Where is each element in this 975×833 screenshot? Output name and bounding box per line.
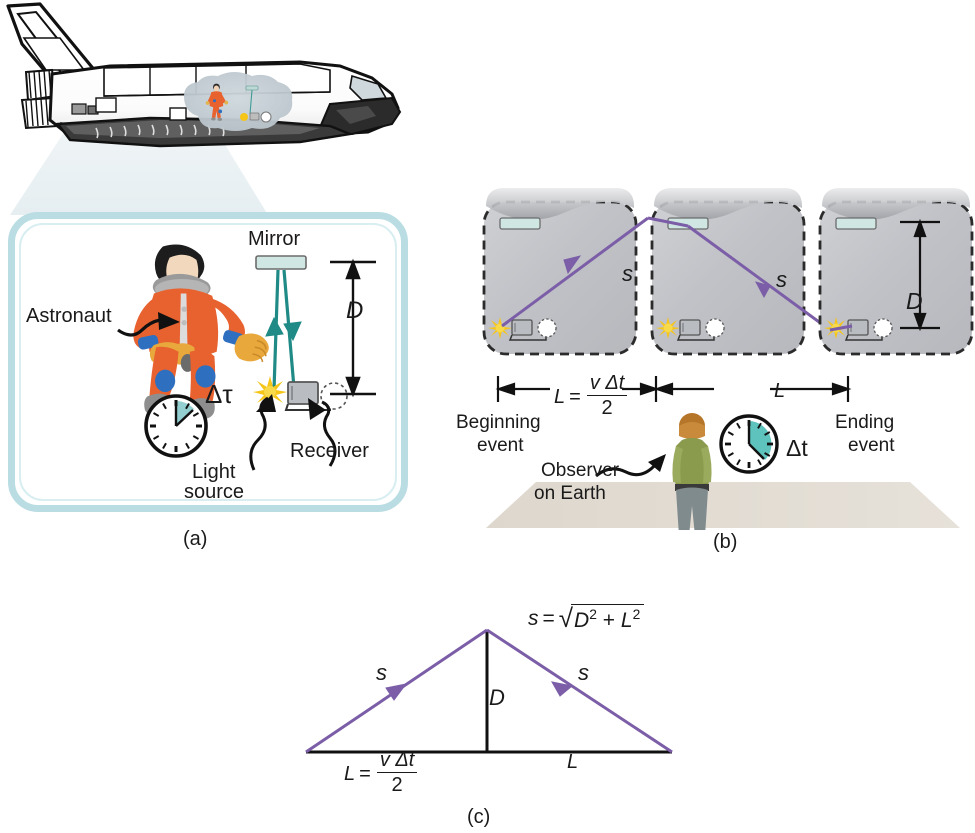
- beginning-event-box: [482, 188, 649, 356]
- receiver-box-icon: [287, 381, 319, 405]
- observer-label-line1: Observer: [541, 460, 620, 481]
- light-ray-icon: [265, 269, 302, 391]
- receiver-callout-squiggle: [321, 400, 337, 467]
- hyp-eq-radical-group: √ D2 + L2: [559, 604, 645, 633]
- panel-c-base-eq-fraction: v Δt 2: [376, 749, 418, 797]
- light-source-spark-icon: [656, 317, 680, 339]
- receiver-label: Receiver: [290, 440, 369, 462]
- length-eq-equals: =: [569, 385, 581, 408]
- astronaut-label: Astronaut: [26, 305, 112, 327]
- panel-c-hypotenuse-equation: s = √ D2 + L2: [528, 604, 645, 633]
- ending-event-label-line1: Ending: [835, 412, 895, 433]
- length-equation-left: L = v Δt 2: [554, 372, 629, 421]
- triangle-hypotenuse-left: [305, 628, 488, 754]
- length-eq-numerator: v Δt: [586, 372, 628, 397]
- mirror-icon: [255, 255, 307, 270]
- panel-c-s-label-right: s: [578, 660, 589, 685]
- astronaut-pointer-arrow: [117, 318, 161, 337]
- panel-c-base-eq-lhs: L: [344, 762, 356, 785]
- light-source-callout-squiggle: [249, 396, 269, 471]
- hyp-eq-term-b: L: [620, 609, 633, 632]
- mini-astronaut-icon: [205, 83, 229, 121]
- panel-b-tag: (b): [713, 531, 738, 553]
- panel-c-base-right-label: L: [567, 751, 579, 773]
- light-source-label-line1: Light: [192, 461, 236, 483]
- detector-dial-icon: [320, 382, 348, 410]
- mirror-label: Mirror: [248, 228, 301, 250]
- panel-c-height-d-label: D: [489, 685, 505, 710]
- detector-dial-icon: [873, 318, 893, 338]
- panel-a-contents: [117, 244, 376, 471]
- length-eq-denominator: 2: [601, 397, 613, 420]
- length-label-right: L: [774, 380, 786, 402]
- clock-icon: [144, 394, 208, 458]
- astronaut-figure-icon: [133, 244, 269, 419]
- observer-person-icon: [672, 413, 712, 530]
- hyp-eq-exp-a: 2: [589, 606, 597, 622]
- detector-dial-icon: [705, 318, 725, 338]
- distance-d-dimension: [330, 258, 376, 398]
- hyp-eq-term-a: D: [574, 609, 590, 632]
- panel-c-tag: (c): [467, 806, 491, 828]
- observer-callout-squiggle: [595, 462, 658, 478]
- elapsed-time-label: Δt: [786, 435, 808, 461]
- length-eq-fraction: v Δt 2: [586, 372, 628, 420]
- ending-event-box: [818, 188, 974, 356]
- mini-mirror-icon: [245, 85, 259, 91]
- hyp-eq-exp-b: 2: [632, 606, 641, 622]
- panel-c-s-label-left: s: [376, 660, 387, 685]
- hyp-eq-lhs: s: [528, 606, 539, 630]
- light-source-spark-icon: [253, 376, 287, 408]
- mirror-icon: [835, 217, 877, 230]
- hyp-eq-equals: =: [542, 606, 555, 630]
- panel-c-base-eq-equals: =: [359, 762, 371, 785]
- receiver-box-icon: [679, 319, 701, 336]
- hyp-eq-radicand: D2 + L2: [571, 604, 645, 633]
- earth-ground-plane-icon: [486, 482, 960, 528]
- panel-c-base-eq-denominator: 2: [391, 774, 403, 797]
- panel-a-tag: (a): [183, 528, 208, 550]
- beginning-event-label-line2: event: [477, 435, 524, 456]
- beginning-event-label-line1: Beginning: [456, 412, 541, 433]
- ray-label-s-right: s: [776, 267, 787, 292]
- panel-b-contents: [482, 188, 974, 530]
- panel-c-base-equation: L = v Δt 2: [344, 749, 419, 798]
- ray-label-s-left: s: [622, 261, 633, 286]
- length-eq-lhs: L: [554, 385, 566, 408]
- triangle-hypotenuse-right: [486, 628, 673, 754]
- light-source-label-line2: source: [184, 481, 245, 503]
- panel-b-distance-d-dimension: [900, 218, 940, 332]
- middle-mirror-box: [647, 188, 831, 356]
- proper-time-label: Δτ: [205, 379, 233, 409]
- hyp-eq-plus: +: [602, 609, 616, 632]
- observer-label-line2: on Earth: [534, 483, 606, 504]
- panel-a-frame-inner-border: [19, 223, 397, 501]
- space-shuttle-illustration: [6, 2, 402, 215]
- panel-c-base-eq-numerator: v Δt: [376, 749, 418, 774]
- square-root-icon: √: [558, 603, 574, 633]
- panel-c-contents: [305, 628, 673, 754]
- mini-light-source-icon: [240, 113, 248, 121]
- mirror-icon: [499, 217, 541, 230]
- detector-dial-icon: [537, 318, 557, 338]
- length-dimension-lines: [495, 376, 852, 402]
- panel-b-distance-d-label: D: [906, 288, 923, 314]
- receiver-box-icon: [511, 319, 533, 336]
- clock-icon: [719, 414, 779, 474]
- panel-a-distance-d-label: D: [346, 297, 364, 324]
- ending-event-label-line2: event: [848, 435, 895, 456]
